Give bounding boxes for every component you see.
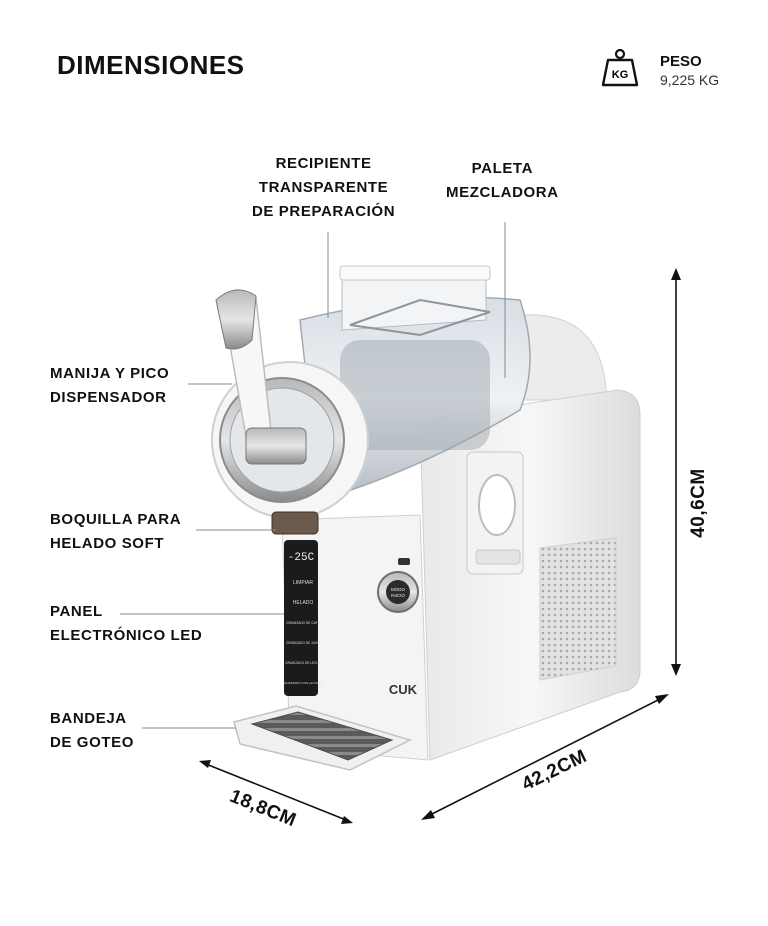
panel-item-6: GRANIZADO CON ALCOHOL bbox=[283, 681, 324, 685]
label-boquilla: BOQUILLA PARA HELADO SOFT bbox=[50, 508, 181, 556]
label-boquilla-line-1: BOQUILLA PARA bbox=[50, 511, 182, 528]
label-recipiente-line-3: DE PREPARACIÓN bbox=[252, 203, 396, 220]
depth-arrow bbox=[199, 760, 353, 824]
label-panel-line-2: ELECTRÓNICO LED bbox=[50, 627, 203, 644]
mixing-paddle bbox=[349, 298, 491, 337]
label-bandeja-line-1: BANDEJA bbox=[50, 710, 127, 727]
label-manija-line-1: MANIJA Y PICO bbox=[50, 365, 170, 382]
label-panel: PANEL ELECTRÓNICO LED bbox=[50, 600, 202, 648]
weight-icon-text: KG bbox=[612, 69, 629, 81]
label-recipiente-line-1: RECIPIENTE bbox=[275, 155, 372, 172]
weight-value: 9,225 KG bbox=[660, 72, 720, 88]
height-arrow bbox=[671, 268, 681, 676]
label-manija: MANIJA Y PICO DISPENSADOR bbox=[50, 362, 169, 410]
panel-item-4: GRANIZADO DE JUGO bbox=[286, 641, 321, 645]
brand-logo: CUK bbox=[389, 682, 418, 697]
weight-info: PESO 9,225 KG bbox=[660, 53, 719, 89]
label-boquilla-line-2: HELADO SOFT bbox=[50, 535, 165, 552]
label-paleta-line-2: MEZCLADORA bbox=[446, 184, 559, 201]
label-manija-line-2: DISPENSADOR bbox=[50, 389, 167, 406]
weight-label: PESO bbox=[660, 53, 702, 70]
knob-text-2: INICIO bbox=[391, 593, 405, 598]
page-title: DIMENSIONES bbox=[57, 50, 245, 80]
knob-text-1: MODO bbox=[391, 587, 405, 592]
panel-item-3: GRANIZADO DE CAFÉ bbox=[286, 620, 320, 625]
label-paleta: PALETA MEZCLADORA bbox=[446, 157, 559, 205]
panel-item-2: HELADO bbox=[293, 600, 314, 606]
panel-item-1: LIMPIAR bbox=[293, 580, 313, 586]
weight-icon: KG bbox=[601, 48, 639, 87]
led-panel bbox=[284, 540, 318, 696]
ventilation-grille bbox=[539, 537, 617, 681]
label-panel-line-1: PANEL bbox=[50, 603, 103, 620]
panel-display: -25C bbox=[288, 552, 315, 564]
inner-drum bbox=[340, 340, 490, 450]
dimension-height: 40,6CM bbox=[687, 468, 709, 538]
rear-housing bbox=[519, 314, 607, 401]
spout bbox=[271, 511, 319, 535]
label-recipiente-line-2: TRANSPARENTE bbox=[258, 179, 389, 196]
panel-item-5: GRANIZADO DE LECHE bbox=[285, 661, 321, 665]
label-bandeja: BANDEJA DE GOTEO bbox=[50, 707, 134, 755]
label-bandeja-line-2: DE GOTEO bbox=[50, 734, 134, 751]
label-paleta-line-1: PALETA bbox=[471, 160, 534, 177]
width-arrow bbox=[421, 694, 669, 820]
label-recipiente: RECIPIENTE TRANSPARENTE DE PREPARACIÓN bbox=[252, 152, 395, 224]
